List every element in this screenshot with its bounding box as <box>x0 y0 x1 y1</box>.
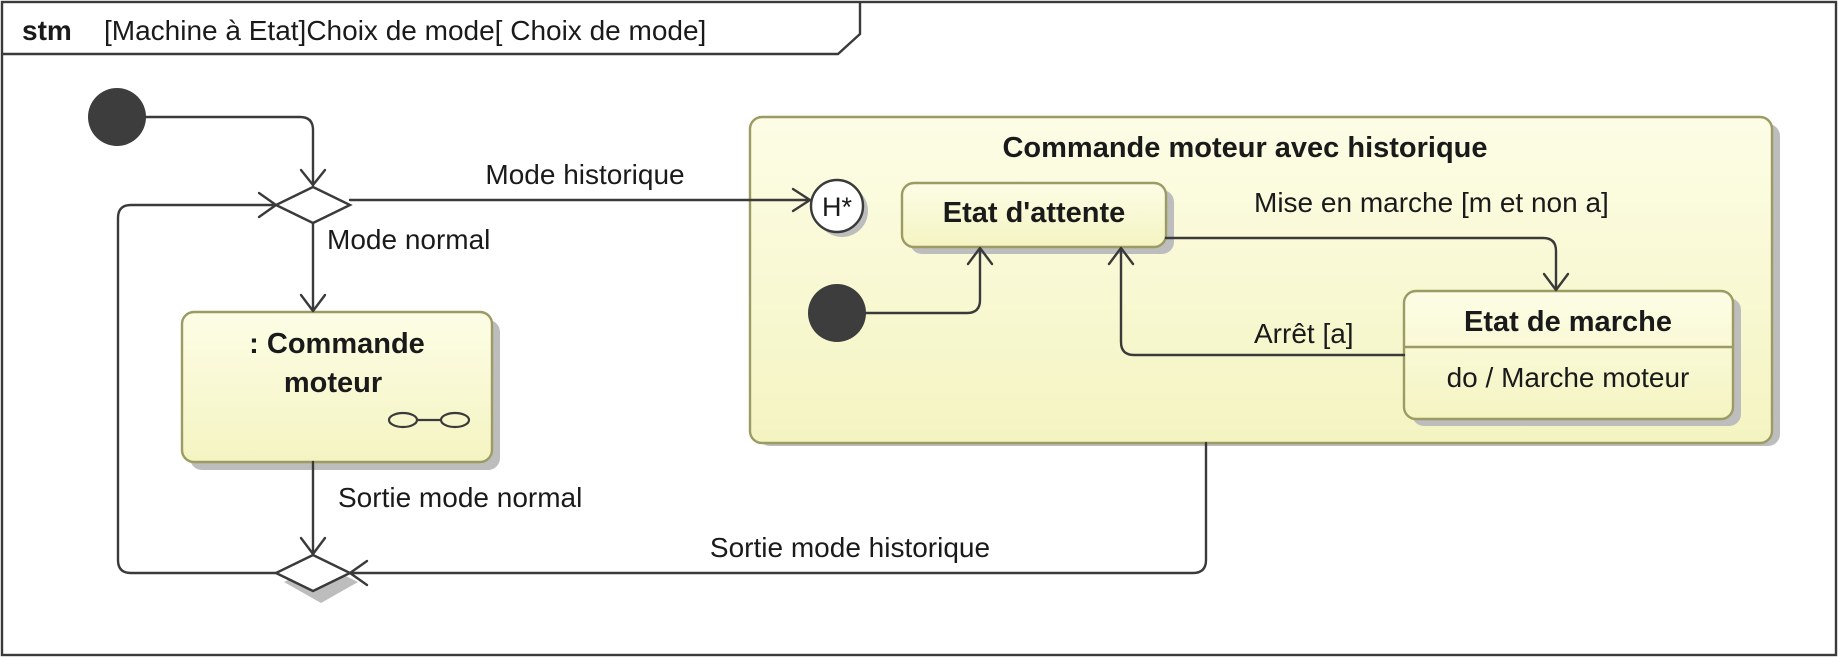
transition-initial-to-decision <box>144 115 315 187</box>
initial-node-composite <box>808 284 866 342</box>
state-etat-de-marche[interactable]: Etat de marche do / Marche moteur <box>1402 289 1741 426</box>
label-sortie-mode-historique: Sortie mode historique <box>710 532 990 563</box>
arrowhead-icon <box>257 191 278 219</box>
arrowhead-icon <box>1542 272 1570 292</box>
transition-mise-en-marche <box>1164 236 1558 291</box>
frame-keyword: stm <box>22 15 72 46</box>
state-commande-moteur-line1: : Commande <box>249 328 425 360</box>
submachine-link-icon <box>387 411 471 429</box>
arrowhead-icon <box>299 293 327 313</box>
arrowhead-icon <box>299 536 327 556</box>
transition-arret <box>1119 247 1406 357</box>
deep-history-node[interactable]: H* <box>809 178 868 237</box>
arrowhead-icon <box>1107 246 1135 266</box>
arrowhead-icon <box>299 168 327 187</box>
composite-state-title: Commande moteur avec historique <box>1002 132 1487 164</box>
label-arret: Arrêt [a] <box>1254 318 1354 349</box>
state-etat-attente-label: Etat d'attente <box>943 197 1126 229</box>
transition-sortie-mode-historique <box>348 441 1208 575</box>
arrowhead-icon <box>348 559 369 587</box>
arrowhead-icon <box>966 246 994 266</box>
frame-title: [Machine à Etat]Choix de mode[ Choix de … <box>104 15 706 46</box>
state-etat-de-marche-label: Etat de marche <box>1464 306 1672 338</box>
label-sortie-mode-normal: Sortie mode normal <box>338 482 582 513</box>
state-commande-moteur[interactable]: : Commande moteur <box>180 310 500 470</box>
label-mise-en-marche: Mise en marche [m et non a] <box>1254 187 1609 218</box>
decision-node-top <box>273 185 353 225</box>
transition-loop-back <box>116 203 278 575</box>
arrowhead-icon <box>791 187 812 213</box>
frame-header-tab <box>2 2 862 56</box>
history-label: H* <box>822 192 852 222</box>
state-etat-attente[interactable]: Etat d'attente <box>900 181 1174 254</box>
initial-node-top <box>88 88 146 146</box>
state-etat-de-marche-activity: do / Marche moteur <box>1447 362 1690 393</box>
label-mode-normal: Mode normal <box>327 224 490 255</box>
state-commande-moteur-line2: moteur <box>284 367 382 399</box>
label-mode-historique: Mode historique <box>485 159 684 190</box>
transition-initial-to-attente <box>864 247 982 315</box>
